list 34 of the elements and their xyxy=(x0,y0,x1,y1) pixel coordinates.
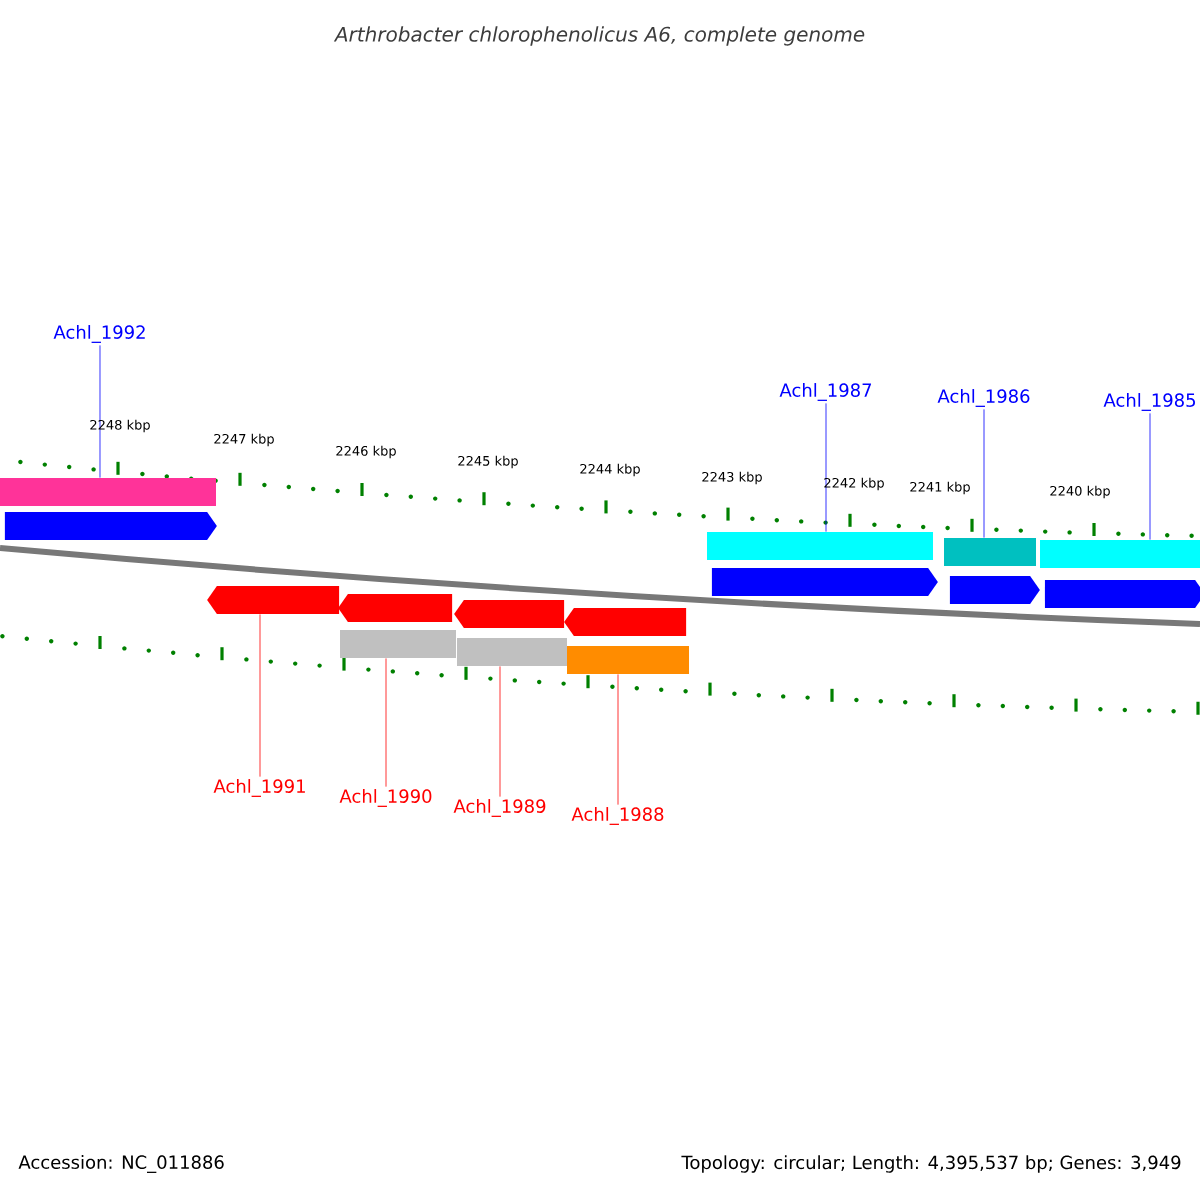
leader-line xyxy=(1149,412,1151,540)
gene-label: Achl_1992 xyxy=(53,325,145,343)
title: Arthrobacter chlorophenolicus A6, complete genome xyxy=(333,26,865,46)
gene-label: Achl_1986 xyxy=(937,389,1030,407)
gene-bar xyxy=(707,532,933,560)
gene-label: Achl_1985 xyxy=(1103,393,1195,411)
gene-bar xyxy=(1040,540,1200,568)
leader-line xyxy=(385,658,387,788)
leader-line xyxy=(617,674,619,806)
gene-label: Achl_1991 xyxy=(213,779,305,797)
genome-info-text: Topology: circular; Length: 4,395,537 bp; Genes: 3,949 xyxy=(681,1155,1181,1173)
gene-feature xyxy=(1044,580,1200,608)
gene-feature xyxy=(949,576,1040,604)
gene-bar xyxy=(0,478,216,506)
accession-text: Accession: NC_011886 xyxy=(18,1155,224,1173)
gene-bar xyxy=(457,638,567,666)
gene-label: Achl_1988 xyxy=(571,807,664,825)
leader-line xyxy=(983,408,985,538)
gene-feature xyxy=(711,568,938,596)
gene-feature xyxy=(564,608,687,636)
gene-bar xyxy=(944,538,1036,566)
gene-label: Achl_1989 xyxy=(453,799,546,817)
leader-line xyxy=(99,344,101,478)
leader-line xyxy=(499,666,501,798)
leader-line xyxy=(825,402,827,532)
gene-feature xyxy=(207,586,340,614)
leader-line xyxy=(259,614,261,778)
gene-feature xyxy=(4,512,217,540)
gene-feature xyxy=(338,594,453,622)
gene-bar xyxy=(340,630,456,658)
gene-bar xyxy=(567,646,689,674)
gene-label: Achl_1990 xyxy=(339,789,432,807)
gene-feature xyxy=(454,600,565,628)
gene-label: Achl_1987 xyxy=(779,383,872,401)
